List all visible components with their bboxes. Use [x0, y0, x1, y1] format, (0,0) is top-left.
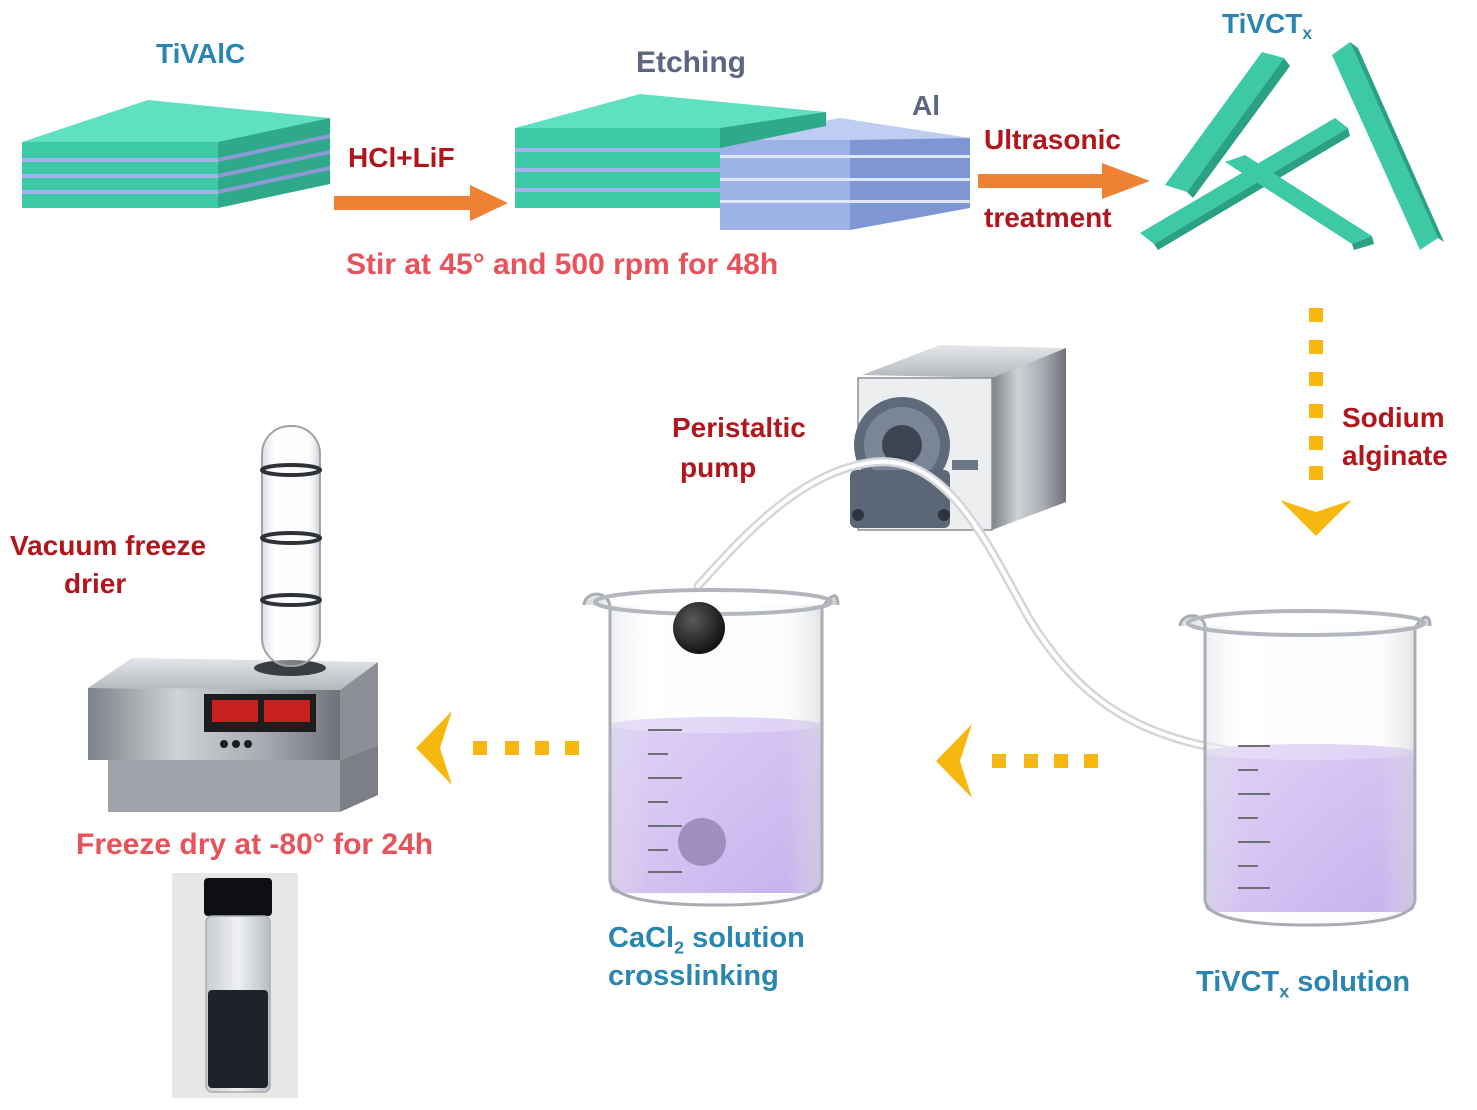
treatment-label: treatment	[984, 202, 1112, 233]
tivctx-flakes	[1140, 42, 1444, 250]
freeze-dry-label: Freeze dry at -80° for 24h	[76, 828, 434, 861]
product-vial	[172, 873, 298, 1098]
etch-arrow	[334, 185, 508, 221]
alginate-label: alginate	[1342, 440, 1448, 471]
tivalc-block	[22, 100, 330, 208]
stir-label: Stir at 45° and 500 rpm for 48h	[346, 248, 779, 281]
hcl-lif-label: HCl+LiF	[348, 142, 455, 173]
tivctx-label: TiVCTx	[1222, 8, 1313, 44]
pump-label: pump	[680, 452, 757, 483]
left-arrow-2	[416, 711, 579, 785]
sodium-label: Sodium	[1342, 402, 1445, 433]
peristaltic-pump	[850, 345, 1066, 531]
ultrasonic-arrow	[978, 163, 1150, 199]
etching-label: Etching	[636, 46, 746, 79]
left-arrow-1	[936, 724, 1098, 798]
tivalc-label: TiVAlC	[156, 38, 246, 69]
solution-label: TiVCTx solution	[1196, 966, 1411, 1002]
etching-stack	[515, 94, 970, 230]
freeze-drier	[88, 425, 378, 812]
al-label: Al	[912, 90, 940, 121]
peristaltic-label: Peristaltic	[672, 412, 806, 443]
drier-label: drier	[64, 568, 127, 599]
ultrasonic-label: Ultrasonic	[984, 124, 1121, 155]
cacl2-label: CaCl2 solution	[608, 922, 805, 958]
solution-beaker	[1178, 609, 1432, 927]
sodium-arrow	[1280, 308, 1352, 536]
crosslinking-label: crosslinking	[608, 960, 779, 992]
vacuum-label: Vacuum freeze	[10, 530, 207, 561]
cacl2-beaker	[582, 588, 840, 907]
